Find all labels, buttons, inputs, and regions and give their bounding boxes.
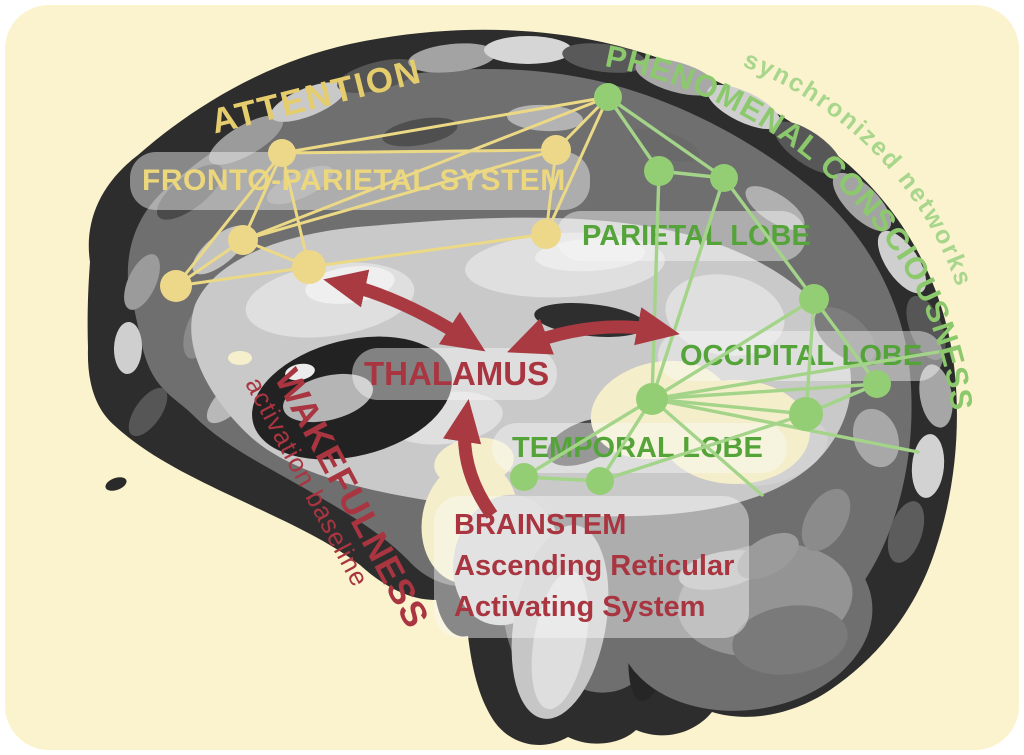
fronto-parietal-label: FRONTO-PARIETAL SYSTEM (142, 164, 566, 197)
fronto-parietal-band: FRONTO-PARIETAL SYSTEM (130, 152, 590, 210)
thalamus-label: THALAMUS (364, 355, 550, 392)
parietal-lobe-label: PARIETAL LOBE (582, 219, 811, 252)
parietal-lobe-band: PARIETAL LOBE (556, 211, 811, 261)
thalamus-band: THALAMUS (352, 348, 557, 400)
brainstem-sub1-label: Ascending Reticular (454, 550, 735, 582)
occipital-lobe-band: OCCIPITAL LOBE (658, 331, 943, 381)
temporal-lobe-label: TEMPORAL LOBE (512, 431, 763, 464)
occipital-lobe-label: OCCIPITAL LOBE (680, 339, 923, 372)
brainstem-label: BRAINSTEM (454, 509, 627, 541)
temporal-lobe-band: TEMPORAL LOBE (492, 423, 787, 473)
brainstem-sub2-label: Activating System (454, 591, 706, 623)
brainstem-band: BRAINSTEM Ascending Reticular Activating… (434, 496, 749, 638)
